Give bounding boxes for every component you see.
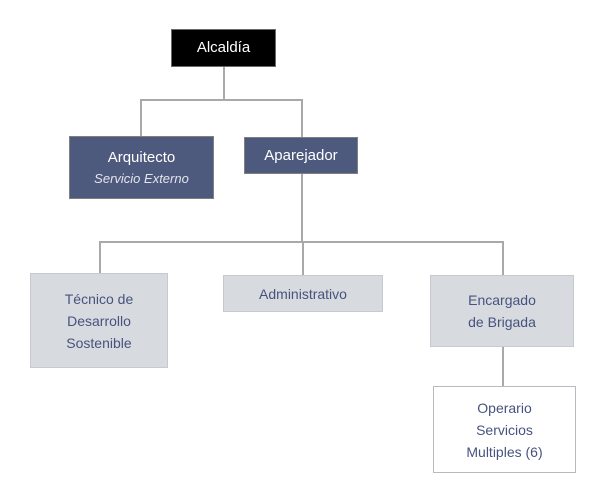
- org-node-tecnico-desarrollo-sostenible: Técnico de Desarrollo Sostenible: [30, 273, 168, 368]
- connector-aparejador-drop: [301, 99, 303, 137]
- org-node-label: Administrativo: [259, 285, 347, 302]
- org-node-label-line: Técnico de: [64, 290, 134, 307]
- org-node-label: Aparejador: [264, 146, 338, 164]
- connector-administrativo-drop: [302, 241, 304, 275]
- org-node-aparejador: Aparejador: [244, 137, 358, 174]
- connector-arquitecto-drop: [140, 99, 142, 136]
- connector-level2-horizontal: [140, 99, 302, 101]
- connector-alcaldia-down: [223, 67, 225, 99]
- org-node-label: Arquitecto: [107, 149, 176, 166]
- connector-operario-drop: [502, 347, 504, 386]
- connector-encargado-drop: [502, 241, 504, 275]
- org-node-label-line: Multiples (6): [466, 443, 543, 460]
- org-node-label-line: Operario: [477, 399, 532, 416]
- org-node-operario-servicios-multiples: Operario Servicios Multiples (6): [433, 386, 576, 473]
- org-node-arquitecto: Arquitecto Servicio Externo: [69, 136, 214, 199]
- connector-tecnico-drop: [99, 241, 101, 273]
- org-node-sublabel: Servicio Externo: [94, 171, 189, 186]
- connector-level3-horizontal: [99, 241, 503, 243]
- org-node-label-line: Encargado: [468, 292, 536, 308]
- org-node-administrativo: Administrativo: [223, 275, 383, 312]
- org-node-label-line: Desarrollo: [67, 312, 131, 329]
- org-node-encargado-de-brigada: Encargado de Brigada: [430, 275, 574, 347]
- org-node-label-line: Sostenible: [66, 334, 132, 351]
- org-node-alcaldia: Alcaldía: [171, 29, 276, 67]
- org-node-label-line: Servicios: [476, 421, 533, 438]
- connector-aparejador-down: [301, 174, 303, 241]
- org-node-label-line: de Brigada: [468, 314, 536, 330]
- org-node-label: Alcaldía: [196, 39, 251, 56]
